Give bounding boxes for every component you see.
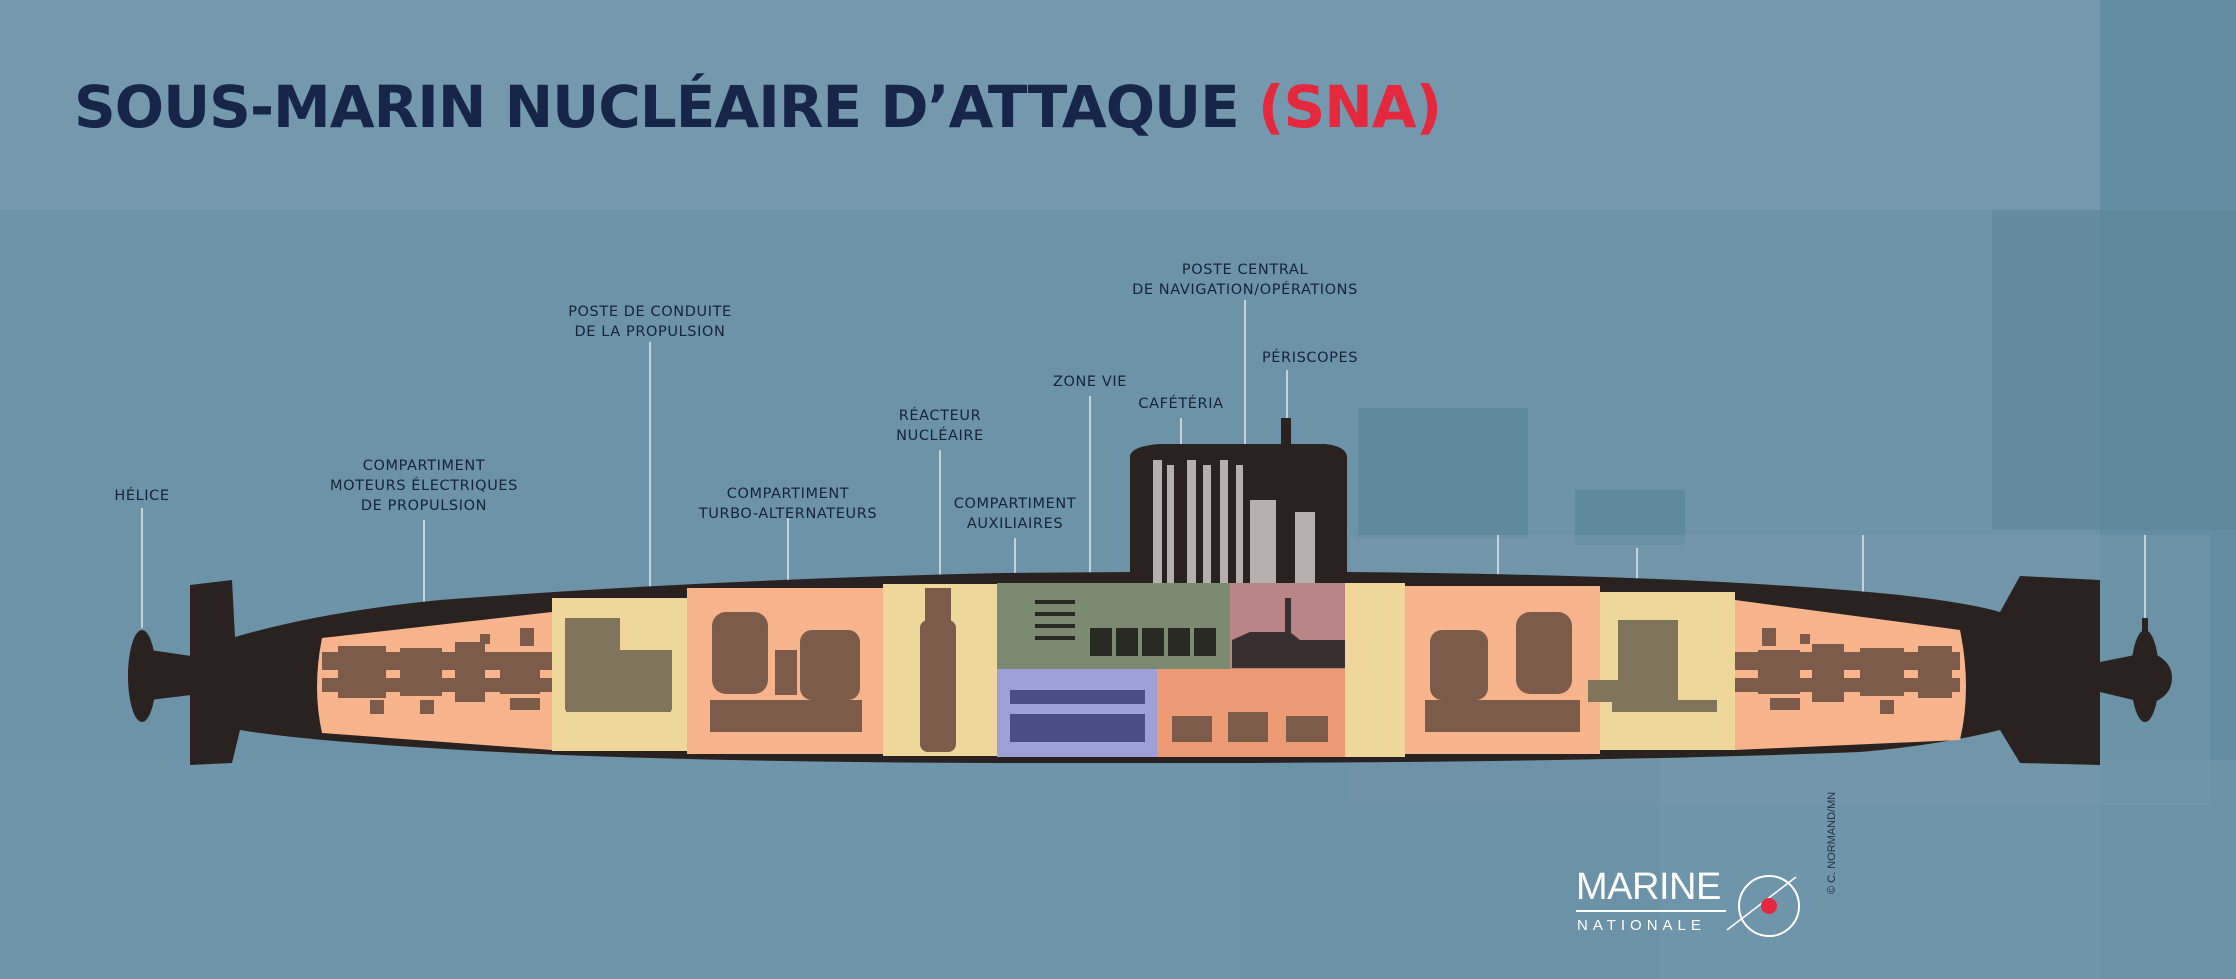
label-helice: HÉLICE [114, 488, 170, 504]
label-reacteur: RÉACTEUR NUCLÉAIRE [896, 408, 984, 444]
label-compartiment-moteurs: COMPARTIMENT MOTEURS ÉLECTRIQUES DE PROP… [330, 458, 518, 514]
label-poste-central: POSTE CENTRAL DE NAVIGATION/OPÉRATIONS [1132, 262, 1358, 298]
auxiliaries-compartment [997, 669, 1157, 757]
logo-divider [1576, 910, 1726, 912]
bow-yellow-1 [1345, 583, 1405, 757]
label-cafeteria: CAFÉTÉRIA [1138, 396, 1224, 412]
title-main: SOUS-MARIN NUCLÉAIRE D’ATTAQUE [74, 73, 1240, 141]
label-compartiment-auxiliaires: COMPARTIMENT AUXILIAIRES [953, 496, 1077, 532]
title-accent: (SNA) [1257, 73, 1442, 141]
photo-credit: © C. NORMAND/MN [1826, 791, 1838, 894]
logo-mark [1726, 875, 1800, 937]
page-title: SOUS-MARIN NUCLÉAIRE D’ATTAQUE (SNA) [74, 78, 1442, 136]
logo-marine: MARINE [1576, 866, 1721, 908]
bow-peach-2 [1735, 600, 1966, 750]
life-zone [997, 583, 1230, 669]
label-compartiment-turbo: COMPARTIMENT TURBO-ALTERNATEURS [698, 486, 878, 522]
machinery [322, 588, 1960, 752]
label-zone-vie: ZONE VIE [1052, 374, 1128, 390]
label-periscopes: PÉRISCOPES [1261, 350, 1359, 366]
sail-masts [1153, 460, 1315, 586]
label-poste-conduite: POSTE DE CONDUITE DE LA PROPULSION [568, 304, 732, 340]
logo-nationale: NATIONALE [1577, 917, 1706, 934]
